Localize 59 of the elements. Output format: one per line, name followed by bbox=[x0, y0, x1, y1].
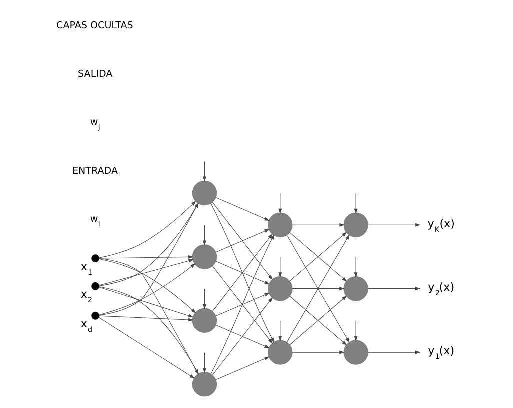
arrow bbox=[98, 317, 196, 379]
node-circle bbox=[192, 244, 218, 270]
node-label: x$_{d}$ bbox=[80, 318, 93, 334]
label: ENTRADA bbox=[72, 166, 118, 178]
arrow bbox=[210, 234, 275, 374]
node-circle bbox=[344, 340, 368, 365]
node-circle bbox=[268, 340, 293, 365]
arrow bbox=[278, 193, 282, 214]
arrow bbox=[368, 287, 421, 291]
arrow bbox=[98, 201, 196, 258]
node-circle bbox=[92, 254, 100, 263]
arrow bbox=[202, 352, 206, 374]
node-circle bbox=[344, 212, 368, 238]
arrow bbox=[216, 356, 270, 380]
arrow bbox=[368, 223, 421, 227]
arrow bbox=[202, 161, 206, 182]
node-text: y$_{2}$(x) bbox=[428, 280, 455, 298]
node-circle bbox=[344, 276, 368, 302]
node-circle bbox=[92, 282, 100, 290]
arrow bbox=[216, 229, 270, 253]
arrow bbox=[212, 297, 273, 376]
arrow bbox=[278, 257, 282, 278]
node-text: y$_{1}$(x) bbox=[428, 344, 455, 362]
arrow bbox=[212, 234, 273, 312]
arrow bbox=[216, 293, 270, 317]
arrow bbox=[210, 203, 275, 344]
arrow bbox=[278, 320, 282, 342]
arrow bbox=[216, 261, 270, 285]
node-label: x$_{2}$ bbox=[80, 288, 93, 305]
arrow bbox=[98, 259, 194, 286]
label: w$_{i}$ bbox=[90, 214, 100, 229]
arrow bbox=[212, 266, 273, 344]
label: CAPAS OCULTAS bbox=[56, 20, 134, 32]
arrow bbox=[212, 202, 273, 280]
arrow bbox=[292, 223, 345, 227]
arrow bbox=[290, 232, 348, 282]
arrow bbox=[354, 320, 358, 342]
arrow bbox=[202, 225, 206, 246]
arrow bbox=[292, 287, 345, 291]
arrow bbox=[98, 316, 194, 322]
label: w$_{j}$ bbox=[90, 116, 100, 132]
arrow bbox=[354, 257, 358, 278]
arrow bbox=[368, 350, 421, 354]
node-circle bbox=[192, 372, 218, 397]
arrow bbox=[292, 350, 345, 354]
arrow bbox=[98, 202, 199, 286]
arrow bbox=[216, 197, 270, 221]
node-text: y$_{K}$(x) bbox=[428, 217, 456, 234]
arrow bbox=[99, 202, 199, 316]
node-circle bbox=[268, 212, 293, 238]
node-label: x$_{1}$ bbox=[80, 260, 93, 277]
arrow bbox=[202, 288, 206, 310]
arrow bbox=[286, 234, 350, 343]
arrow bbox=[98, 287, 194, 318]
arrow bbox=[216, 324, 270, 348]
label: SALIDA bbox=[78, 69, 113, 80]
arrow bbox=[354, 193, 358, 214]
arrow bbox=[98, 255, 194, 259]
node-circle bbox=[92, 312, 100, 320]
